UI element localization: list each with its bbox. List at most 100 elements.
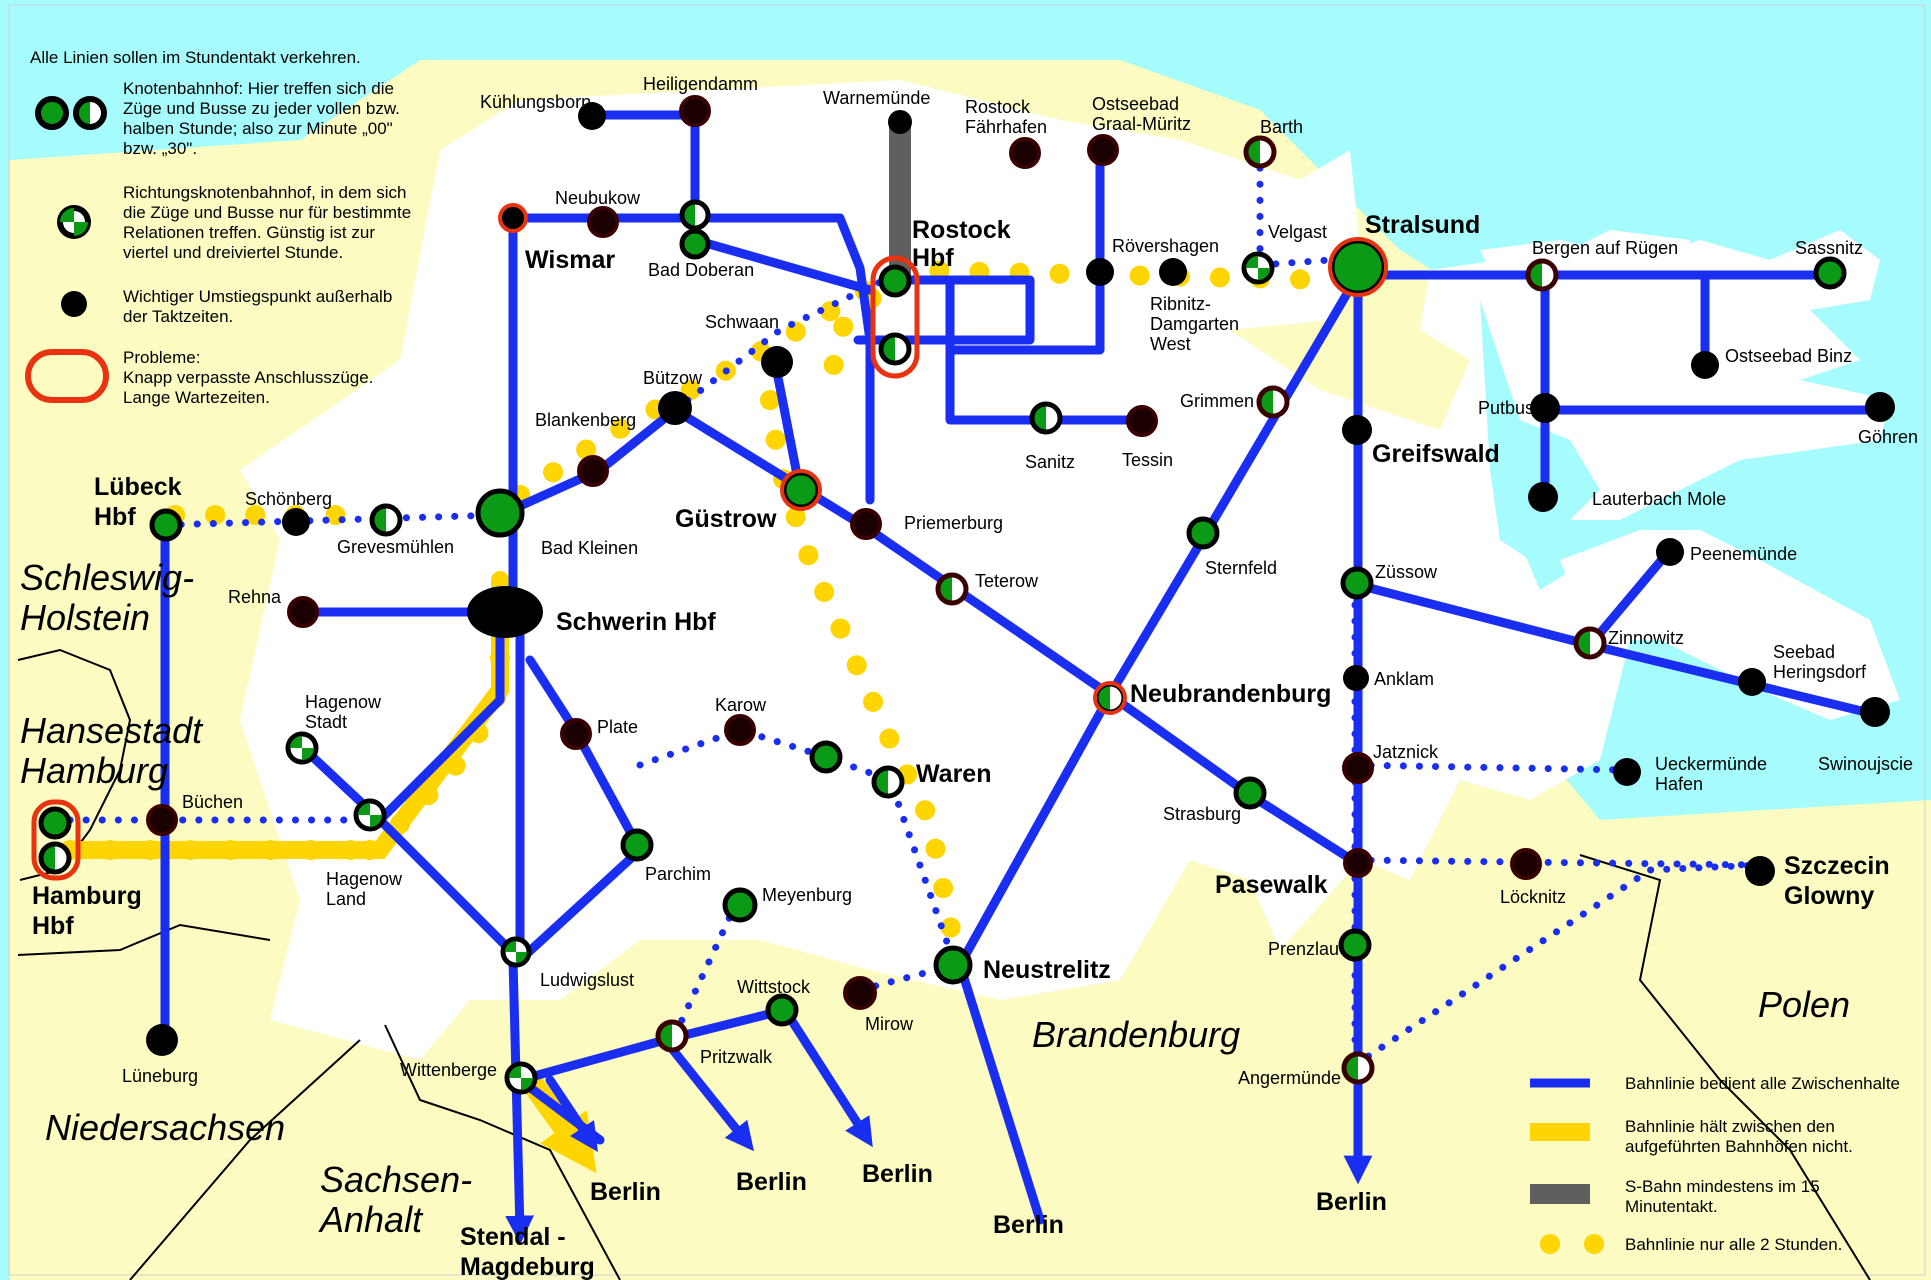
label-sanitz: Sanitz: [1025, 452, 1075, 472]
station-ueckermuende: [1613, 758, 1641, 786]
region-labels: Schleswig- Holstein Hansestadt Hamburg N…: [20, 557, 1850, 1240]
station-bad-doberan-1: [679, 199, 711, 231]
station-bergen: [1525, 258, 1559, 292]
problem-markers: [31, 255, 920, 881]
label-parchim: Parchim: [645, 864, 711, 884]
region-niedersachsen: Niedersachsen: [45, 1107, 285, 1148]
svg-text:Probleme:: Probleme:: [123, 348, 200, 367]
svg-text:Hagenow: Hagenow: [326, 869, 403, 889]
label-schwaan: Schwaan: [705, 312, 779, 332]
station-wittenberge: [504, 1061, 538, 1095]
svg-text:Damgarten: Damgarten: [1150, 314, 1239, 334]
label-bergen: Bergen auf Rügen: [1532, 238, 1678, 258]
station-pritzwalk: [655, 1019, 689, 1053]
label-tessin: Tessin: [1122, 450, 1173, 470]
station-buetzow: [658, 391, 692, 425]
station-sanitz: [1029, 401, 1063, 435]
svg-text:Heringsdorf: Heringsdorf: [1773, 662, 1867, 682]
label-pritzwalk: Pritzwalk: [700, 1047, 773, 1067]
station-angermuende: [1341, 1051, 1375, 1085]
knoten-symbols: [35, 96, 107, 130]
station-barth: [1243, 135, 1277, 169]
svg-text:Hamburg: Hamburg: [32, 882, 142, 910]
station-velgast: [1241, 251, 1275, 285]
station-waren: [871, 765, 905, 799]
svg-text:viertel und dreiviertel Stunde: viertel und dreiviertel Stunde.: [123, 243, 343, 262]
probleme-symbol: [25, 349, 109, 403]
label-loecknitz: Löcknitz: [1500, 887, 1566, 907]
svg-text:Minutentakt.: Minutentakt.: [1625, 1197, 1718, 1216]
label-neubrandenburg: Neubrandenburg: [1130, 680, 1331, 708]
station-goehren: [1865, 392, 1895, 422]
station-plate: [560, 718, 592, 750]
station-neubukow: [587, 206, 619, 238]
station-parchim: [620, 828, 654, 862]
svg-text:die Züge und Busse nur für bes: die Züge und Busse nur für bestimmte: [123, 203, 411, 222]
label-heiligendamm: Heiligendamm: [643, 74, 758, 94]
sea-bay: [1480, 300, 1600, 560]
station-luebeck: [149, 508, 183, 542]
station-heiligendamm: [679, 95, 711, 127]
svg-text:Bahnlinie hält zwischen den: Bahnlinie hält zwischen den: [1625, 1117, 1835, 1136]
label-prenzlau: Prenzlau: [1268, 939, 1339, 959]
label-heringsdorf: Seebad: [1773, 642, 1835, 662]
station-blankenberg: [577, 455, 609, 487]
station-karow: [724, 714, 756, 746]
svg-text:Szczecin: Szczecin: [1784, 852, 1890, 880]
richtung-symbol: [57, 205, 91, 239]
label-grimmen: Grimmen: [1180, 391, 1254, 411]
station-binz: [1691, 351, 1719, 379]
svg-text:Hamburg: Hamburg: [20, 750, 168, 791]
svg-text:Ostseebad: Ostseebad: [1092, 94, 1179, 114]
intro-legend: Alle Linien sollen im Stundentakt verkeh…: [25, 48, 411, 407]
station-hagenow-stadt: [285, 731, 319, 765]
svg-text:Rostock: Rostock: [965, 97, 1031, 117]
station-priemerburg: [850, 508, 882, 540]
label-plate: Plate: [597, 717, 638, 737]
svg-text:Glowny: Glowny: [1784, 882, 1874, 910]
station-hagenow-land: [353, 798, 387, 832]
svg-text:Seebad: Seebad: [1773, 642, 1835, 662]
label-ueckermuende: Ueckermünde: [1655, 754, 1767, 774]
probleme-text: Probleme:: [123, 348, 200, 367]
svg-text:Hbf: Hbf: [94, 503, 136, 531]
label-stralsund: Stralsund: [1365, 211, 1480, 239]
label-hagenow-land: Hagenow: [326, 869, 403, 889]
svg-text:Graal-Müritz: Graal-Müritz: [1092, 114, 1191, 134]
svg-text:Lübeck: Lübeck: [94, 473, 182, 501]
station-bad-doberan-2: [679, 228, 711, 260]
svg-text:Hagenow: Hagenow: [305, 692, 382, 712]
station-stralsund: [1329, 238, 1387, 296]
label-swinoujscie: Swinoujscie: [1818, 754, 1913, 774]
label-goehren: Göhren: [1858, 427, 1918, 447]
problem-rostock: [870, 255, 920, 379]
station-ribnitz: [1159, 258, 1187, 286]
label-neubukow: Neubukow: [555, 188, 641, 208]
station-mirow: [843, 976, 877, 1010]
station-heringsdorf: [1738, 668, 1766, 696]
svg-text:Hbf: Hbf: [912, 244, 954, 272]
label-grevesmuehlen: Grevesmühlen: [337, 537, 454, 557]
station-lueneburg: [146, 1024, 178, 1056]
svg-text:Land: Land: [326, 889, 366, 909]
station-ludwigslust: [500, 936, 532, 968]
svg-text:Ueckermünde: Ueckermünde: [1655, 754, 1767, 774]
line-legend: Bahnlinie bedient alle Zwischenhalte Bah…: [1530, 1074, 1900, 1254]
label-velgast: Velgast: [1268, 222, 1327, 242]
label-meyenburg: Meyenburg: [762, 885, 852, 905]
svg-text:Anhalt: Anhalt: [318, 1199, 424, 1240]
station-buechen: [146, 804, 178, 836]
svg-text:Richtungsknotenbahnhof, in dem: Richtungsknotenbahnhof, in dem sich: [123, 183, 407, 202]
label-wismar: Wismar: [525, 246, 615, 274]
problem-stralsund: [1328, 237, 1388, 297]
station-teterow: [935, 572, 969, 606]
label-strasburg: Strasburg: [1163, 804, 1241, 824]
label-barth: Barth: [1260, 117, 1303, 137]
svg-text:bzw. „30".: bzw. „30".: [123, 139, 197, 158]
label-graal-mueritz: Ostseebad: [1092, 94, 1179, 114]
label-hagenow-stadt: Hagenow: [305, 692, 382, 712]
label-schwerin: Schwerin Hbf: [556, 608, 716, 636]
svg-text:halben Stunde; also zur Minute: halben Stunde; also zur Minute „00": [123, 119, 393, 138]
